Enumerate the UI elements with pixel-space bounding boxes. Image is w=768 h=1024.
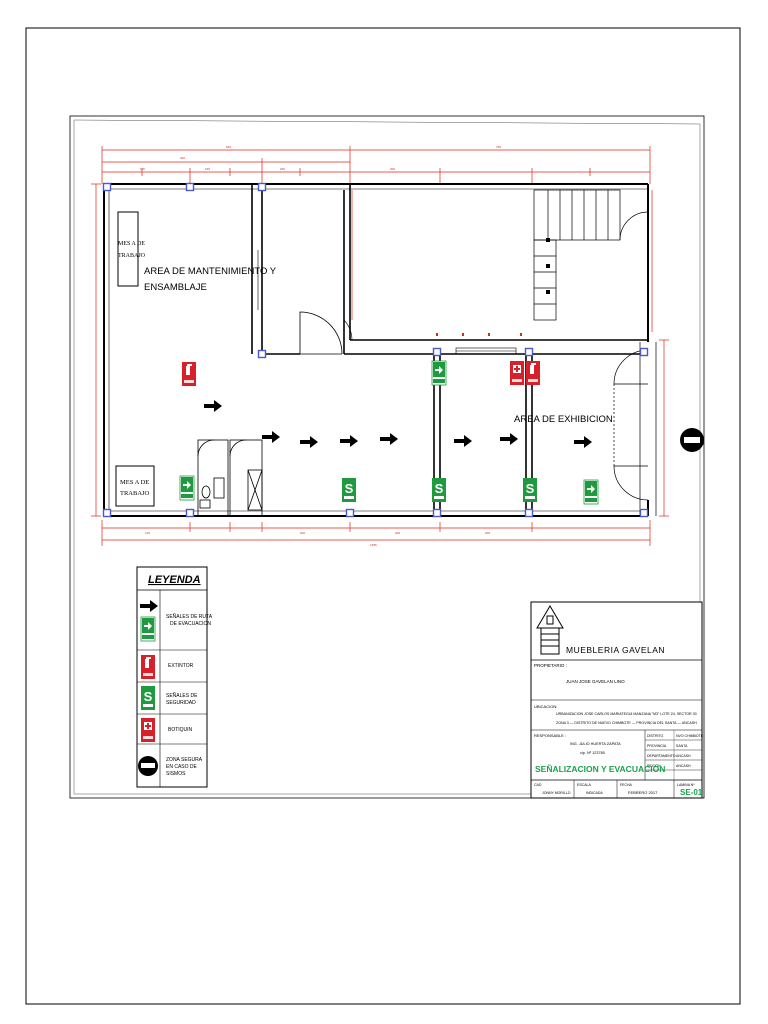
svg-text:115: 115 <box>140 167 145 171</box>
column-tags <box>436 333 522 336</box>
provincia-label: PROVINCIA <box>647 744 667 748</box>
sheet-frame <box>25 27 741 1005</box>
legend-zona-label-1: ZONA SEGURA <box>166 757 203 763</box>
departamento-label: DEPARTAMENTO <box>647 754 676 758</box>
interior-walls <box>251 184 648 516</box>
legend-seguridad-label-1: SEÑALES DE <box>166 692 198 699</box>
ubicacion-line-1: URBANIZACION JOSE CARLOS MARIATEGUI MANZ… <box>556 712 697 716</box>
escala-value: INDICADA <box>586 791 603 795</box>
house-logo <box>536 605 564 655</box>
bottom-dimension-ticks: 1356 125 200 200 200 <box>145 531 490 547</box>
mesa-bottom-label-2: TRABAJO <box>120 490 150 497</box>
work-table-top <box>117 211 139 287</box>
svg-text:200: 200 <box>395 531 400 535</box>
ubicacion-line-2: ZONA 3 — DISTRITO DE NUEVO CHIMBOTE — PR… <box>556 721 697 725</box>
area-mantenimiento-label-1: AREA DE MANTENIMIENTO Y <box>144 266 277 277</box>
lamina-label: LAMINA Nº <box>677 783 695 787</box>
area-exhibicion-label: AREA DE EXHIBICION <box>514 414 613 425</box>
safe-zone-icon <box>680 428 704 452</box>
legend-extintor-label: EXTINTOR <box>168 663 194 669</box>
work-table-bottom <box>115 465 155 507</box>
plan-title: SEÑALIZACION Y EVACUACION <box>535 764 665 774</box>
bathrooms <box>197 439 263 517</box>
provincia-value: SANTA <box>676 744 688 748</box>
cad-label: CAD <box>534 783 542 787</box>
plan-signs <box>179 360 599 505</box>
region-label: REGION <box>647 764 661 768</box>
fecha-label: FECHA <box>620 783 633 787</box>
door-swing <box>299 311 343 355</box>
legend-route-label-1: SEÑALES DE RUTA <box>166 613 213 620</box>
legend-route-label-2: DE EVACUACION <box>170 621 211 627</box>
legend-zona-label-3: SISMOS <box>166 771 186 777</box>
mesa-bottom-label-1: MES A DE <box>120 479 149 486</box>
side-dimensions <box>91 183 669 517</box>
title-block: MUEBLERIA GAVELAN PROPIETARIO : JUAN JOS… <box>530 601 704 799</box>
svg-text:200: 200 <box>280 167 285 171</box>
responsable-cip: cip. Nº 123780 <box>580 751 605 755</box>
top-dimension-ticks: 626 730 340 115 165 200 200 <box>140 145 501 171</box>
cad-value: JONNY MORILLO <box>542 791 571 795</box>
legend-seguridad-label-2: SEGURIDAD <box>166 700 196 706</box>
propietario-value: JUAN JOSE GAVELAN LINO <box>566 679 625 684</box>
region-value: ANCASH <box>676 764 691 768</box>
area-mantenimiento-label-2: ENSAMBLAJE <box>144 282 207 293</box>
mesa-top-label-2: TRABAJO <box>118 253 146 259</box>
svg-text:340: 340 <box>180 156 185 160</box>
svg-text:165: 165 <box>205 167 210 171</box>
ubicacion-label: UBICACION: <box>534 704 557 709</box>
lamina-value: SE-01 <box>680 788 703 797</box>
departamento-value: ANCASH <box>676 754 691 758</box>
svg-text:730: 730 <box>496 145 501 149</box>
fecha-value: FEBRERO 2017 <box>628 790 658 795</box>
responsable-name: ING. JULIO HUERTA ZAPATA <box>570 742 621 746</box>
exterior-walls <box>103 183 649 517</box>
mesa-top-label-1: MES A DE <box>118 241 145 247</box>
legend: LEYENDA SEÑALES DE RUTA DE EVACUACION EX… <box>136 566 213 788</box>
distrito-value: NVO CHIMBOTE <box>676 734 704 738</box>
responsable-label: RESPONSABLE : <box>534 733 566 738</box>
legend-botiquin-label: BOTIQUIN <box>168 727 193 733</box>
drawing-frame <box>69 115 705 799</box>
door-swing <box>343 319 353 341</box>
svg-text:1356: 1356 <box>370 543 377 547</box>
svg-text:626: 626 <box>226 145 231 149</box>
staircase <box>533 189 649 321</box>
stair-markers <box>546 238 550 294</box>
svg-text:200: 200 <box>300 531 305 535</box>
entrance-doors <box>613 342 657 516</box>
company-name: MUEBLERIA GAVELAN <box>566 645 665 655</box>
propietario-label: PROPIETARIO : <box>534 663 567 668</box>
legend-zona-label-2: EN CASO DE <box>166 764 198 770</box>
svg-text:125: 125 <box>145 531 150 535</box>
top-dimensions <box>101 146 651 184</box>
evacuation-arrows <box>204 400 704 450</box>
bottom-dimensions <box>101 520 651 546</box>
structural-columns <box>102 182 649 518</box>
svg-text:200: 200 <box>485 531 490 535</box>
svg-text:200: 200 <box>390 167 395 171</box>
legend-title: LEYENDA <box>148 574 201 586</box>
escala-label: ESCALA <box>577 783 591 787</box>
window-strip <box>455 347 517 355</box>
distrito-label: DISTRITO <box>647 734 664 738</box>
